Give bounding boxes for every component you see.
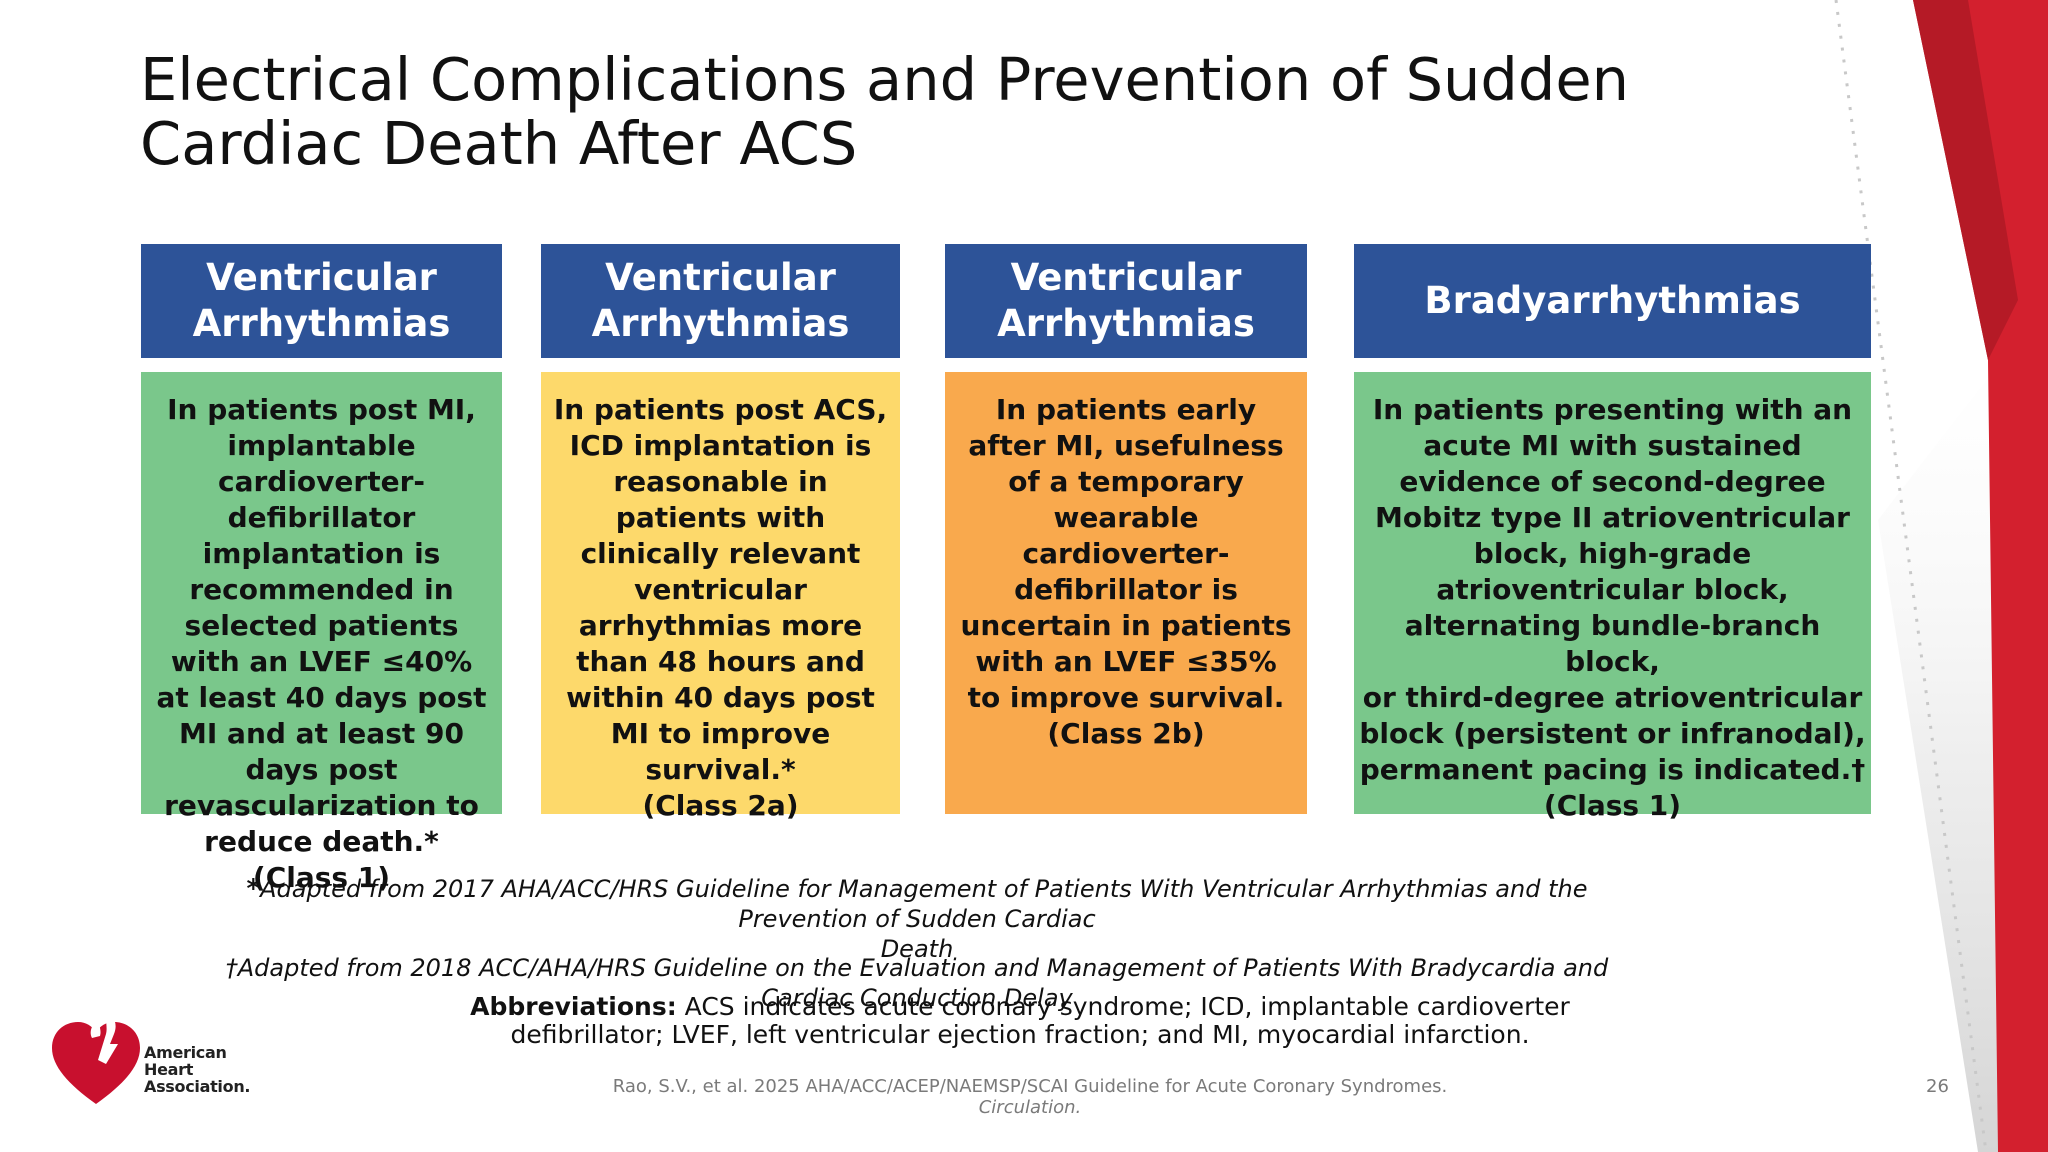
body-line: (Class 2b) bbox=[1047, 717, 1205, 750]
citation-journal: Circulation. bbox=[978, 1097, 1082, 1118]
recommendation-box-class-2a: In patients post ACS, ICD implantation i… bbox=[541, 372, 900, 822]
body-line: to improve survival. bbox=[967, 681, 1285, 714]
citation-text: Rao, S.V., et al. 2025 AHA/ACC/ACEP/NAEM… bbox=[612, 1076, 1448, 1097]
body-line: days post bbox=[245, 753, 398, 786]
footnote-star: *Adapted from 2017 AHA/ACC/HRS Guideline… bbox=[212, 874, 1622, 964]
body-line: selected patients bbox=[184, 609, 459, 642]
header-line: Ventricular bbox=[206, 256, 437, 299]
body-line: at least 40 days post bbox=[156, 681, 487, 714]
body-line: ICD implantation is bbox=[569, 429, 872, 462]
aha-logo-text: American Heart Association. bbox=[144, 1044, 250, 1095]
page-number: 26 bbox=[1926, 1076, 1949, 1097]
abbreviations-line2: defibrillator; LVEF, left ventricular ej… bbox=[510, 1020, 1530, 1049]
body-line: Mobitz type II atrioventricular bbox=[1375, 501, 1850, 534]
abbreviations-line1: ACS indicates acute coronary syndrome; I… bbox=[676, 992, 1570, 1021]
body-line: reduce death.* bbox=[204, 825, 439, 858]
column-header-bradyarrhythmias: Bradyarrhythmias bbox=[1354, 244, 1871, 358]
body-line: or third-degree atrioventricular bbox=[1362, 681, 1863, 714]
header-line: Arrhythmias bbox=[591, 302, 850, 345]
decorative-red-ribbon bbox=[1834, 0, 2048, 1152]
body-line: of a temporary bbox=[1008, 465, 1244, 498]
header-line: Ventricular bbox=[1010, 256, 1242, 299]
abbreviations: Abbreviations: ACS indicates acute coron… bbox=[380, 993, 1660, 1049]
header-line: Ventricular bbox=[605, 256, 836, 299]
body-line: arrhythmias more bbox=[578, 609, 863, 642]
footnote-star-text-cont: Death bbox=[880, 935, 954, 963]
header-line: Arrhythmias bbox=[997, 302, 1255, 345]
body-line: defibrillator is bbox=[1014, 573, 1238, 606]
body-line: ventricular bbox=[634, 573, 807, 606]
logo-line: American bbox=[144, 1043, 227, 1062]
body-line: (Class 1) bbox=[1543, 789, 1682, 822]
title-line: Electrical Complications and Prevention … bbox=[140, 45, 1630, 114]
body-line: uncertain in patients bbox=[960, 609, 1292, 642]
body-line: clinically relevant bbox=[580, 537, 861, 570]
body-line: implantable bbox=[227, 429, 416, 462]
body-line: block, high-grade bbox=[1473, 537, 1752, 570]
body-line: MI to improve bbox=[610, 717, 831, 750]
footnote-star-text: Adapted from 2017 AHA/ACC/HRS Guideline … bbox=[260, 875, 1588, 933]
recommendation-box-class-1-pacing: In patients presenting with an acute MI … bbox=[1354, 372, 1871, 822]
citation: Rao, S.V., et al. 2025 AHA/ACC/ACEP/NAEM… bbox=[560, 1076, 1500, 1118]
logo-line: Heart bbox=[144, 1060, 194, 1079]
body-line: with an LVEF ≤40% bbox=[170, 645, 473, 678]
header-line: Bradyarrhythmias bbox=[1424, 279, 1801, 322]
body-line: than 48 hours and bbox=[576, 645, 865, 678]
body-line: (Class 1) bbox=[252, 861, 391, 894]
body-line: In patients presenting with an bbox=[1372, 393, 1853, 426]
body-line: after MI, usefulness bbox=[968, 429, 1284, 462]
slide-title: Electrical Complications and Prevention … bbox=[140, 48, 1640, 176]
body-line: alternating bundle-branch block, bbox=[1404, 609, 1821, 678]
column-header-ventricular-1: Ventricular Arrhythmias bbox=[141, 244, 502, 358]
body-line: reasonable in bbox=[613, 465, 828, 498]
body-line: with an LVEF ≤35% bbox=[975, 645, 1277, 678]
body-line: revascularization to bbox=[164, 789, 479, 822]
body-line: atrioventricular block, bbox=[1436, 573, 1789, 606]
body-line: In patients post MI, bbox=[167, 393, 476, 426]
body-line: patients with bbox=[615, 501, 826, 534]
body-line: within 40 days post bbox=[566, 681, 875, 714]
body-line: acute MI with sustained bbox=[1423, 429, 1802, 462]
body-line: In patients early bbox=[995, 393, 1257, 426]
body-line: block (persistent or infranodal), bbox=[1359, 717, 1866, 750]
footnote-dagger-text: †Adapted from 2018 ACC/AHA/HRS Guideline… bbox=[225, 954, 1609, 1012]
body-line: cardioverter- bbox=[217, 465, 426, 498]
body-line: survival.* bbox=[645, 753, 796, 786]
body-line: (Class 2a) bbox=[642, 789, 799, 822]
body-line: permanent pacing is indicated.† bbox=[1359, 753, 1866, 786]
recommendation-box-class-1-icd: In patients post MI, implantable cardiov… bbox=[141, 372, 502, 894]
body-line: defibrillator bbox=[227, 501, 416, 534]
body-line: recommended in bbox=[189, 573, 454, 606]
column-header-ventricular-2: Ventricular Arrhythmias bbox=[541, 244, 900, 358]
body-line: evidence of second-degree bbox=[1399, 465, 1826, 498]
footnote-star-mark: * bbox=[246, 874, 261, 904]
body-line: In patients post ACS, bbox=[553, 393, 888, 426]
title-line: Cardiac Death After ACS bbox=[140, 109, 858, 178]
column-header-ventricular-3: Ventricular Arrhythmias bbox=[945, 244, 1307, 358]
abbreviations-label: Abbreviations: bbox=[470, 992, 677, 1021]
header-line: Arrhythmias bbox=[192, 302, 451, 345]
body-line: cardioverter- bbox=[1022, 537, 1230, 570]
body-line: MI and at least 90 bbox=[179, 717, 464, 750]
footnote-dagger: †Adapted from 2018 ACC/AHA/HRS Guideline… bbox=[212, 953, 1622, 1013]
recommendation-box-class-2b: In patients early after MI, usefulness o… bbox=[945, 372, 1307, 814]
body-line: implantation is bbox=[202, 537, 441, 570]
logo-line: Association. bbox=[144, 1077, 251, 1096]
body-line: wearable bbox=[1053, 501, 1199, 534]
heart-torch-icon bbox=[52, 1006, 140, 1104]
